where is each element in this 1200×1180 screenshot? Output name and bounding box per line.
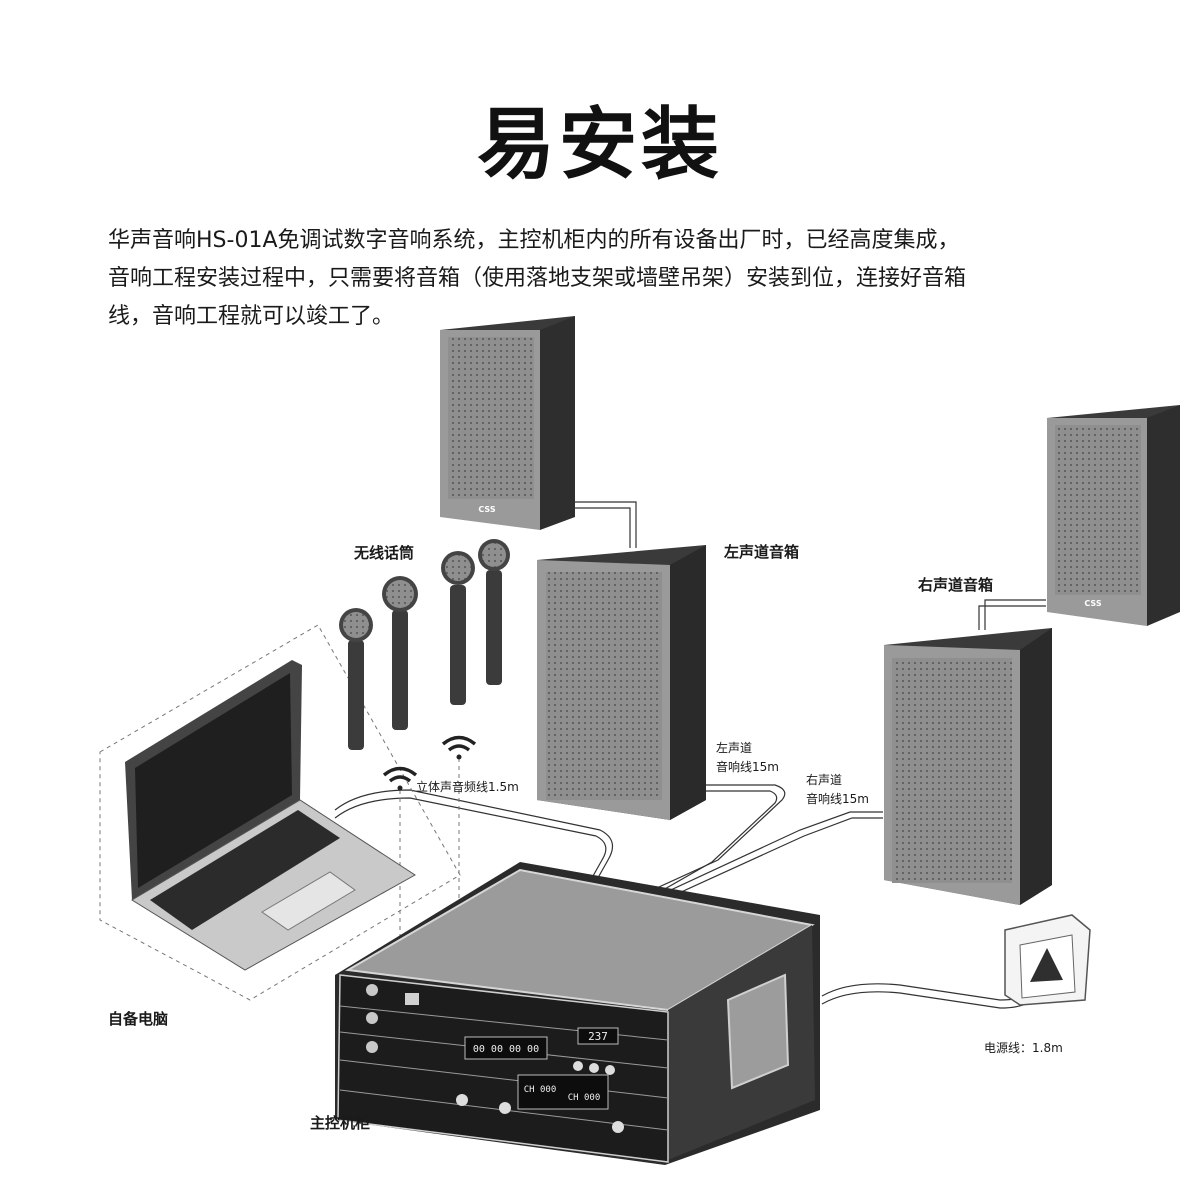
left-top-speaker: CSS — [440, 316, 575, 530]
main-control-cabinet: 237 00 00 00 00 CH 000 CH 000 — [335, 862, 820, 1165]
speaker-link-cable-right — [984, 599, 1046, 630]
label-right-line-2: 音响线15m — [806, 791, 869, 806]
description-line-1: 华声音响HS-01A免调试数字音响系统，主控机柜内的所有设备出厂时，已经高度集成… — [108, 228, 960, 253]
label-left-line-1: 左声道 — [716, 740, 752, 755]
wireless-microphones — [339, 539, 510, 750]
label-left-line-2: 音响线15m — [716, 759, 779, 774]
right-channel-speaker — [884, 628, 1052, 905]
cabinet-time-readout: 00 00 00 00 — [473, 1044, 539, 1055]
page-title: 易安装 — [476, 100, 723, 190]
cabinet-channel-readout: 237 — [588, 1030, 608, 1043]
microphone — [441, 551, 475, 705]
wireless-signal-icon — [382, 766, 418, 791]
wireless-signal-icon — [441, 735, 477, 760]
left-speaker-cable — [647, 784, 786, 893]
cabinet-ch-b: CH 000 — [568, 1093, 601, 1103]
right-speaker-cable — [659, 811, 883, 896]
computer-zone-outline — [99, 624, 461, 1001]
description-line-2: 音响工程安装过程中，只需要将音箱（使用落地支架或墙壁吊架）安装到位，连接好音箱 — [108, 266, 967, 291]
left-channel-speaker — [537, 545, 706, 820]
label-stereo-line: 立体声音频线1.5m — [416, 779, 519, 794]
label-right-speaker: 右声道音箱 — [918, 576, 993, 594]
label-left-speaker: 左声道音箱 — [723, 543, 799, 561]
description-line-3: 线，音响工程就可以竣工了。 — [108, 304, 395, 329]
speaker-brand-logo: CSS — [478, 505, 495, 514]
label-main-cabinet: 主控机柜 — [310, 1114, 370, 1132]
stereo-audio-cable — [334, 789, 614, 893]
microphone — [339, 608, 373, 750]
microphone — [382, 576, 418, 730]
microphone — [478, 539, 510, 685]
right-top-speaker: CSS — [1047, 405, 1180, 626]
speaker-link-cable-left — [575, 501, 637, 548]
label-right-line-1: 右声道 — [806, 772, 842, 787]
cabinet-ch-a: CH 000 — [524, 1085, 557, 1095]
laptop — [125, 660, 416, 971]
power-socket — [1004, 914, 1091, 1006]
description: 华声音响HS-01A免调试数字音响系统，主控机柜内的所有设备出厂时，已经高度集成… — [108, 222, 1108, 336]
speaker-brand-logo: CSS — [1084, 599, 1101, 608]
label-power-line: 电源线：1.8m — [984, 1041, 1063, 1055]
label-wireless-mic: 无线话筒 — [353, 544, 414, 562]
label-computer: 自备电脑 — [108, 1010, 168, 1028]
